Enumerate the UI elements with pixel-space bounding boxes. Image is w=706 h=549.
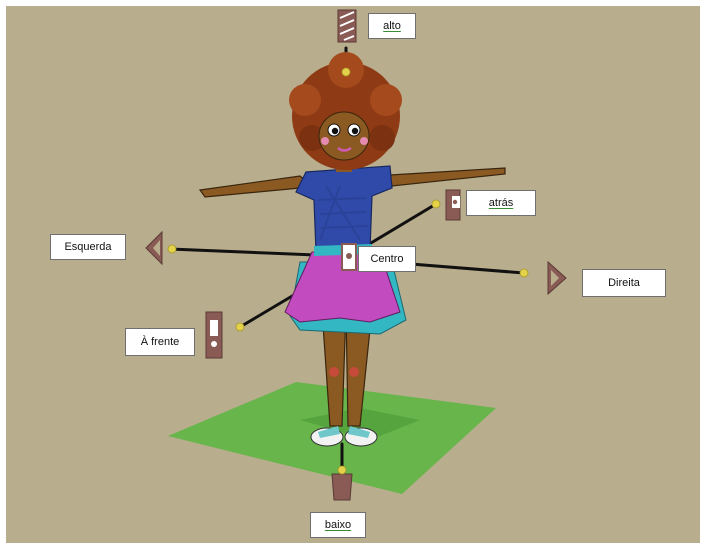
back-dot	[432, 200, 440, 208]
up-marker-icon	[338, 10, 356, 42]
left-knee	[329, 367, 339, 377]
face	[319, 112, 369, 160]
left-dot	[168, 245, 176, 253]
left-cheek	[321, 137, 329, 145]
right-knee	[349, 367, 359, 377]
label-right: Direita	[582, 269, 666, 297]
label-down-text: baixo	[325, 519, 351, 531]
label-front: À frente	[125, 328, 195, 356]
label-up-text: alto	[383, 20, 401, 32]
front-dot	[236, 323, 244, 331]
label-center-text: Centro	[370, 253, 403, 265]
hair-curl-2	[370, 84, 402, 116]
right-cheek	[360, 137, 368, 145]
hair-curl-1	[289, 84, 321, 116]
label-back: atrás	[466, 190, 536, 216]
back-marker-icon	[446, 190, 460, 220]
center-marker-icon	[342, 244, 356, 270]
label-back-text: atrás	[489, 197, 513, 209]
right-dot	[520, 269, 528, 277]
right-pupil	[352, 128, 358, 134]
label-front-text: À frente	[141, 336, 180, 348]
label-up: alto	[368, 13, 416, 39]
left-pupil	[332, 128, 338, 134]
label-center: Centro	[358, 246, 416, 272]
down-dot	[338, 466, 346, 474]
label-left-text: Esquerda	[64, 241, 111, 253]
label-down: baixo	[310, 512, 366, 538]
label-right-text: Direita	[608, 277, 640, 289]
down-marker-icon	[332, 474, 352, 500]
up-dot	[342, 68, 350, 76]
hair-curl-5	[369, 125, 395, 151]
front-marker-icon	[206, 312, 222, 358]
label-left: Esquerda	[50, 234, 126, 260]
